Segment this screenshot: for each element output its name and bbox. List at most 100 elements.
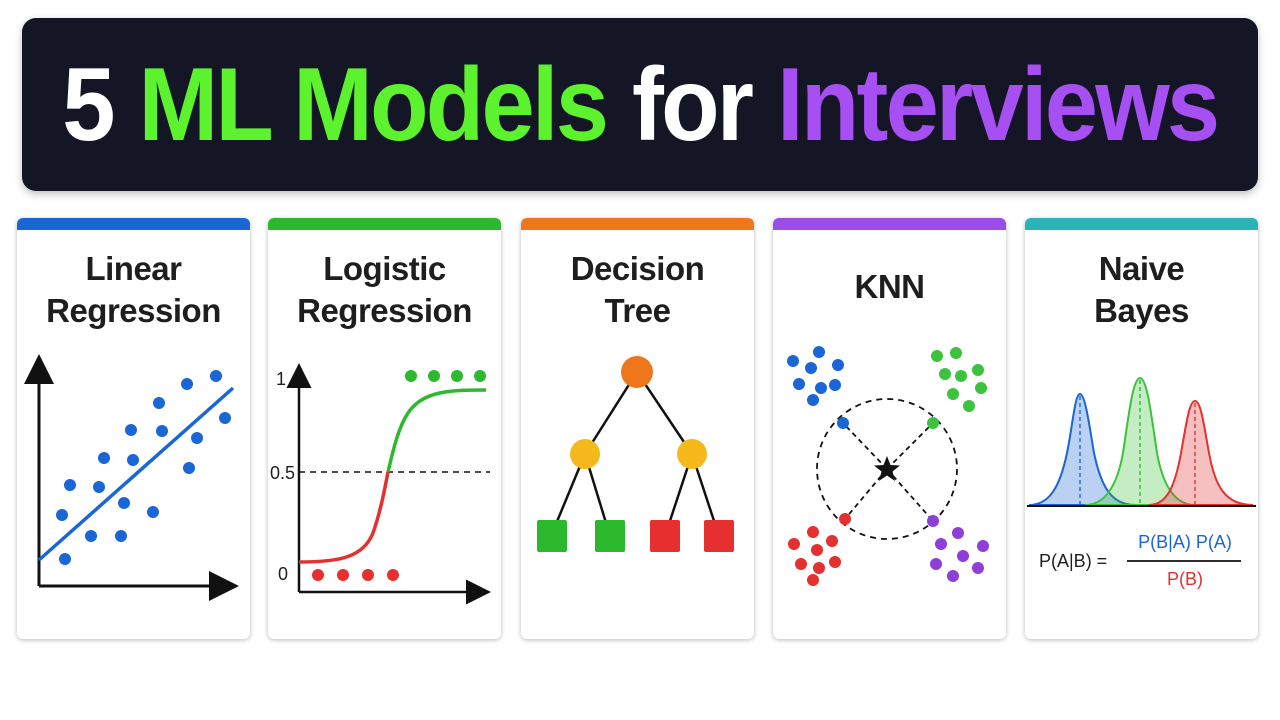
- data-point: [811, 544, 823, 556]
- data-point: [977, 540, 989, 552]
- card-title: Naive Bayes: [1025, 248, 1258, 332]
- card-title-line2: Tree: [604, 292, 671, 329]
- data-point: [183, 462, 195, 474]
- data-point: [362, 569, 374, 581]
- data-point: [815, 382, 827, 394]
- distance-line: [886, 422, 934, 470]
- class-1-points: [405, 370, 486, 382]
- axis-label-bottom: 0: [278, 564, 288, 584]
- data-point: [93, 481, 105, 493]
- card-knn: KNN: [773, 218, 1006, 639]
- data-point: [191, 432, 203, 444]
- data-point: [795, 558, 807, 570]
- data-point: [219, 412, 231, 424]
- data-point: [98, 452, 110, 464]
- card-accent-bar: [1025, 218, 1258, 230]
- card-accent-bar: [521, 218, 754, 230]
- data-point: [813, 346, 825, 358]
- sigmoid-curve-low: [298, 471, 390, 564]
- data-point: [337, 569, 349, 581]
- query-point-star-icon: [874, 456, 900, 481]
- card-title-line2: Regression: [297, 292, 472, 329]
- card-decision-tree: Decision Tree: [521, 218, 754, 639]
- card-title: KNN: [773, 266, 1006, 308]
- tree-edge: [583, 371, 639, 455]
- card-accent-bar: [17, 218, 250, 230]
- distance-line: [842, 422, 888, 470]
- data-point: [927, 417, 939, 429]
- distance-line: [886, 468, 934, 522]
- formula-denominator: P(B): [1167, 569, 1203, 589]
- data-point: [127, 454, 139, 466]
- data-point: [807, 574, 819, 586]
- data-point: [931, 350, 943, 362]
- card-title-line1: Decision: [570, 250, 705, 287]
- data-point: [975, 382, 987, 394]
- distribution-curve-red: [1148, 399, 1254, 506]
- data-point: [788, 538, 800, 550]
- data-point: [837, 417, 849, 429]
- card-title: Linear Regression: [17, 248, 250, 332]
- data-point: [181, 378, 193, 390]
- title-connector: for: [632, 46, 754, 163]
- data-point: [805, 362, 817, 374]
- data-point: [963, 400, 975, 412]
- data-point: [387, 569, 399, 581]
- title-topic: Interviews: [777, 46, 1220, 163]
- data-point: [935, 538, 947, 550]
- card-title-line1: Linear: [85, 250, 182, 287]
- data-point: [210, 370, 222, 382]
- data-point: [972, 364, 984, 376]
- data-point: [405, 370, 417, 382]
- data-points: [56, 370, 231, 565]
- data-point: [85, 530, 97, 542]
- data-point: [115, 530, 127, 542]
- card-title-line2: Bayes: [1094, 292, 1189, 329]
- card-title: Logistic Regression: [268, 248, 501, 332]
- root-node: [621, 356, 653, 388]
- axis-label-mid: 0.5: [270, 463, 295, 483]
- title-highlight: ML Models: [138, 46, 610, 163]
- data-point: [807, 394, 819, 406]
- sigmoid-curve-high: [386, 388, 487, 473]
- data-point: [826, 535, 838, 547]
- card-logistic-regression: Logistic Regression 1 0.5 0: [268, 218, 501, 639]
- purple-cluster: [927, 515, 989, 582]
- knn-diagram: [787, 346, 989, 586]
- internal-node-right: [677, 439, 707, 469]
- red-cluster: [788, 513, 851, 586]
- data-point: [787, 355, 799, 367]
- card-title-line1: Naive: [1098, 250, 1185, 287]
- data-point: [147, 506, 159, 518]
- leaf-node-green: [595, 520, 625, 552]
- data-point: [451, 370, 463, 382]
- data-point: [947, 388, 959, 400]
- data-point: [947, 570, 959, 582]
- formula-numerator: P(B|A) P(A): [1138, 532, 1232, 552]
- leaf-node-green: [537, 520, 567, 552]
- card-title-line1: Logistic: [323, 250, 446, 287]
- data-point: [952, 527, 964, 539]
- data-point: [927, 515, 939, 527]
- data-point: [813, 562, 825, 574]
- green-cluster: [927, 347, 987, 429]
- neighborhood-circle: [816, 398, 958, 540]
- leaf-node-red: [650, 520, 680, 552]
- data-point: [118, 497, 130, 509]
- data-point: [939, 368, 951, 380]
- card-linear-regression: Linear Regression: [17, 218, 250, 639]
- data-point: [428, 370, 440, 382]
- data-point: [829, 556, 841, 568]
- tree-edge: [635, 371, 694, 455]
- data-point: [64, 479, 76, 491]
- logistic-regression-diagram: 1 0.5 0: [270, 363, 491, 605]
- card-accent-bar: [773, 218, 1006, 230]
- leaf-node-red: [704, 520, 734, 552]
- card-title-line2: Regression: [46, 292, 221, 329]
- data-point: [474, 370, 486, 382]
- title-number: 5: [62, 46, 115, 163]
- data-point: [955, 370, 967, 382]
- regression-line: [37, 386, 235, 562]
